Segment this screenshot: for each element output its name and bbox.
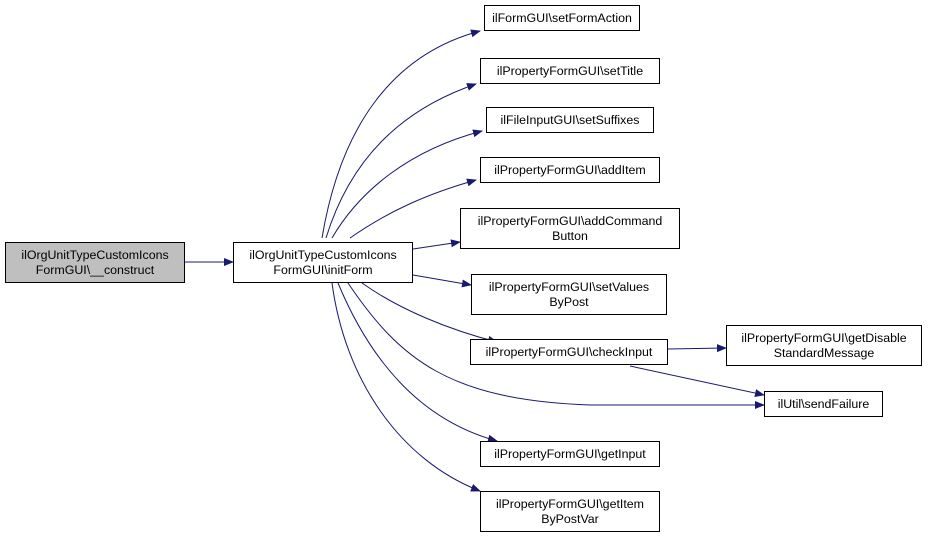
node-setvaluesbypost[interactable]: ilPropertyFormGUI\setValues ByPost xyxy=(471,274,667,315)
node-checkinput-line-1: ilPropertyFormGUI\checkInput xyxy=(485,344,653,359)
edge-initform-to-setformaction xyxy=(321,29,481,239)
node-addcommandbutton-line-1: ilPropertyFormGUI\addCommand xyxy=(477,213,663,228)
node-initform-line-1: ilOrgUnitTypeCustomIcons xyxy=(249,247,397,262)
node-initform-line-2: FormGUI\initForm xyxy=(273,262,373,277)
edge-checkinput-to-sendfailure xyxy=(629,365,765,398)
edge-initform-to-getitembypostvar xyxy=(331,282,481,492)
node-construct[interactable]: ilOrgUnitTypeCustomIcons FormGUI\__const… xyxy=(5,242,185,283)
node-getdisablestandardmessage-line-1: ilPropertyFormGUI\getDisable xyxy=(741,330,907,345)
node-addcommandbutton[interactable]: ilPropertyFormGUI\addCommand Button xyxy=(460,208,680,249)
node-checkinput[interactable]: ilPropertyFormGUI\checkInput xyxy=(470,339,668,365)
edge-initform-to-sendfailure xyxy=(347,282,765,409)
node-additem[interactable]: ilPropertyFormGUI\addItem xyxy=(480,157,660,183)
node-setsuffixes[interactable]: ilFileInputGUI\setSuffixes xyxy=(486,107,654,133)
edge-initform-to-additem xyxy=(349,178,477,239)
edge-initform-to-checkinput xyxy=(361,282,498,344)
node-setformaction[interactable]: ilFormGUI\setFormAction xyxy=(484,5,640,31)
node-setvaluesbypost-line-1: ilPropertyFormGUI\setValues xyxy=(488,279,650,294)
node-getdisablestandardmessage-line-2: StandardMessage xyxy=(773,345,875,360)
node-setsuffixes-line-1: ilFileInputGUI\setSuffixes xyxy=(500,112,640,127)
node-setformaction-line-1: ilFormGUI\setFormAction xyxy=(492,10,632,25)
edge-initform-to-addcommandbutton xyxy=(412,239,461,250)
node-getdisablestandardmessage[interactable]: ilPropertyFormGUI\getDisable StandardMes… xyxy=(726,325,922,366)
node-getitembypostvar-line-1: ilPropertyFormGUI\getItem xyxy=(495,496,645,511)
edge-initform-to-setvaluesbypost xyxy=(412,274,472,288)
node-sendfailure[interactable]: ilUtil\sendFailure xyxy=(764,391,883,417)
edge-initform-to-settitle xyxy=(325,83,477,239)
edge-initform-to-getinput xyxy=(337,282,498,443)
node-getinput-line-1: ilPropertyFormGUI\getInput xyxy=(494,446,646,461)
node-getinput[interactable]: ilPropertyFormGUI\getInput xyxy=(480,441,660,467)
node-getitembypostvar-line-2: ByPostVar xyxy=(541,511,599,526)
node-getitembypostvar[interactable]: ilPropertyFormGUI\getItem ByPostVar xyxy=(480,491,660,532)
node-additem-line-1: ilPropertyFormGUI\addItem xyxy=(494,162,646,177)
edge-checkinput-to-getdisablestandardmessage xyxy=(667,344,727,353)
node-settitle-line-1: ilPropertyFormGUI\setTitle xyxy=(496,63,644,78)
node-initform[interactable]: ilOrgUnitTypeCustomIcons FormGUI\initFor… xyxy=(233,242,413,283)
node-setvaluesbypost-line-2: ByPost xyxy=(549,294,589,309)
edge-initform-to-setsuffixes xyxy=(331,129,483,239)
node-construct-line-1: ilOrgUnitTypeCustomIcons xyxy=(21,247,169,262)
node-settitle[interactable]: ilPropertyFormGUI\setTitle xyxy=(480,58,660,84)
node-addcommandbutton-line-2: Button xyxy=(552,228,588,243)
node-construct-line-2: FormGUI\__construct xyxy=(35,262,155,277)
node-sendfailure-line-1: ilUtil\sendFailure xyxy=(777,396,870,411)
